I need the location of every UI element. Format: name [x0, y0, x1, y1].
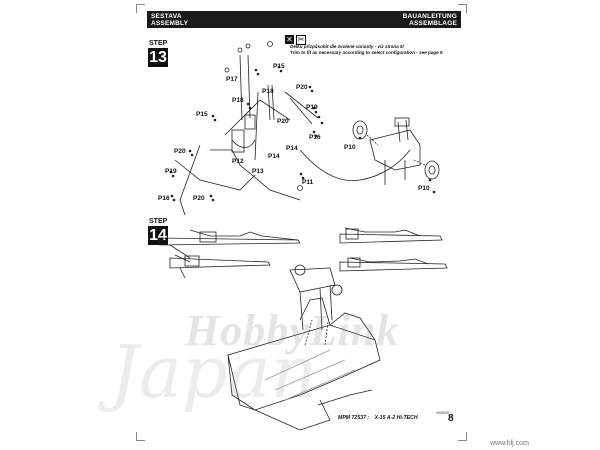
part-label-p18: P18: [262, 88, 274, 95]
part-label-p20: P20: [193, 195, 205, 202]
step13-number: 13: [148, 48, 168, 67]
part-label-p14: P14: [268, 153, 280, 160]
footer-date: 2008/09: [436, 411, 449, 415]
instruction-sheet: [140, 8, 462, 438]
cut-icon: ✂: [296, 35, 306, 45]
part-label-p20: P20: [174, 148, 186, 155]
crop-mark: [458, 4, 467, 13]
trim-note-english: Trim to fit as necessary according to se…: [290, 50, 443, 55]
footer-product: MPM 72537 : X-15 A-2 Hi-TECH: [338, 415, 418, 421]
part-label-p19: P19: [165, 168, 177, 175]
part-label-p13: P13: [252, 168, 264, 175]
part-label-p14: P14: [286, 145, 298, 152]
footer-model: X-15 A-2 Hi-TECH: [374, 415, 418, 421]
part-label-p20: P20: [277, 118, 289, 125]
trim-note: Délku přizpůsobit dle zvolené varianty -…: [290, 44, 443, 56]
header-assembly: ASSEMBLY: [151, 20, 189, 27]
part-label-p10: P10: [418, 185, 430, 192]
part-label-p18: P18: [232, 97, 244, 104]
step13-word: STEP: [149, 40, 168, 47]
part-label-p17: P17: [226, 76, 238, 83]
header-bauanleitung: BAUANLEITUNG: [402, 13, 457, 20]
crop-mark: [136, 4, 145, 13]
trim-note-czech: Délku přizpůsobit dle zvolené varianty -…: [290, 44, 404, 49]
part-label-p10: P10: [344, 144, 356, 151]
part-label-p16: P16: [158, 195, 170, 202]
part-label-p16: P16: [309, 134, 321, 141]
header-right: BAUANLEITUNG ASSEMBLAGE: [403, 13, 457, 27]
header-left: SESTAVA ASSEMBLY: [151, 13, 188, 27]
header-sestava: SESTAVA: [151, 13, 182, 20]
step14-number: 14: [148, 226, 168, 245]
part-label-p12: P12: [232, 158, 244, 165]
header-assemblage: ASSEMBLAGE: [409, 20, 457, 27]
knife-icon: ✕: [285, 35, 294, 44]
step14-word: STEP: [149, 218, 168, 225]
crop-mark: [458, 432, 467, 441]
footer-code: MPM 72537 :: [338, 415, 370, 421]
watermark-url: www.hlj.com: [490, 440, 529, 447]
part-label-p20: P20: [296, 84, 308, 91]
part-label-p15: P15: [196, 111, 208, 118]
part-label-p19: P19: [306, 104, 318, 111]
part-label-p15: P15: [273, 63, 285, 70]
crop-mark: [136, 432, 145, 441]
page-number: 8: [448, 413, 454, 424]
header-bar: SESTAVA ASSEMBLY BAUANLEITUNG ASSEMBLAGE: [147, 11, 461, 28]
part-label-p11: P11: [302, 179, 314, 186]
